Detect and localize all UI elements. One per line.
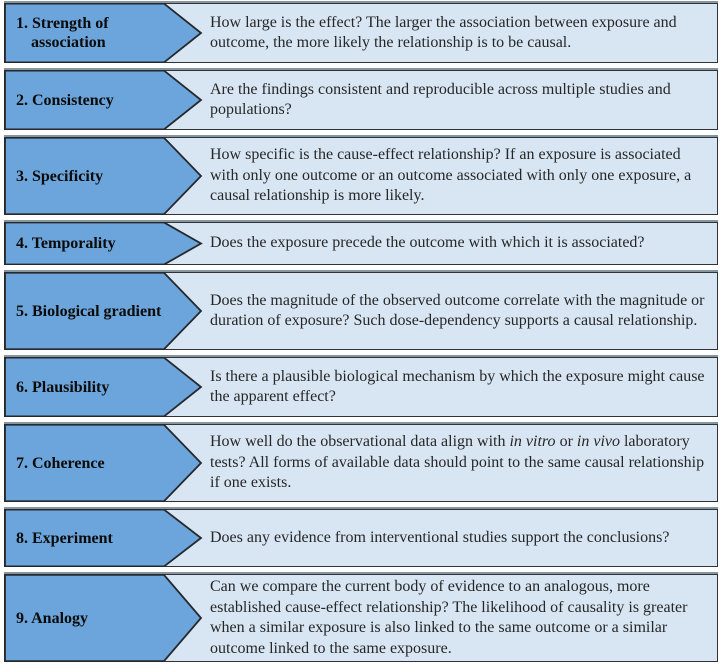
criterion-label: 4. Temporality — [16, 235, 116, 252]
criterion-row-1: 1. Strength of association How large is … — [4, 3, 718, 63]
criterion-label: 6. Plausibility — [16, 378, 110, 396]
criterion-description: Are the findings consistent and reproduc… — [210, 80, 671, 119]
criterion-description: Does the exposure precede the outcome wi… — [210, 234, 645, 252]
desc-italic-term: in vivo — [576, 433, 620, 451]
criterion-row-8: 8. Experiment Does any evidence from int… — [4, 509, 718, 567]
desc-text: How well do the observational data align… — [210, 433, 510, 451]
criterion-description: Can we compare the current body of evide… — [210, 578, 688, 657]
arrow-shape — [4, 574, 204, 662]
criterion-description-wrap: How large is the effect? The larger the … — [210, 4, 708, 62]
criterion-label: 7. Coherence — [16, 454, 105, 472]
criterion-description-wrap: Is there a plausible biological mechanis… — [210, 358, 708, 416]
criterion-description-wrap: How well do the observational data align… — [210, 425, 708, 501]
arrow-shape — [4, 424, 204, 502]
criterion-description: Does any evidence from interventional st… — [210, 528, 670, 546]
criterion-description: How well do the observational data align… — [210, 432, 708, 494]
criterion-description-wrap: Can we compare the current body of evide… — [210, 575, 708, 661]
arrow-shape — [4, 70, 204, 130]
criterion-label: 8. Experiment — [16, 529, 113, 547]
criterion-label: 5. Biological gradient — [16, 302, 162, 320]
criterion-description: How large is the effect? The larger the … — [210, 13, 677, 52]
arrow-shape — [4, 222, 204, 265]
criterion-description-wrap: Does the exposure precede the outcome wi… — [210, 223, 708, 264]
arrow-shape — [4, 357, 204, 417]
criterion-label: 2. Consistency — [16, 91, 114, 109]
criterion-label-wrap: 9. Analogy — [5, 575, 170, 661]
criterion-description: How specific is the cause-effect relatio… — [210, 146, 692, 205]
criterion-label: 1. Strength of association — [16, 15, 109, 51]
criterion-description-wrap: Are the findings consistent and reproduc… — [210, 71, 708, 129]
criterion-label: 3. Specificity — [16, 167, 104, 185]
criterion-description: Does the magnitude of the observed outco… — [210, 291, 705, 330]
criterion-row-7: 7. Coherence How well do the observation… — [4, 424, 718, 502]
criterion-description-wrap: How specific is the cause-effect relatio… — [210, 138, 708, 214]
arrow-shape — [4, 3, 204, 63]
criterion-description: Is there a plausible biological mechanis… — [210, 367, 705, 406]
desc-text: laboratory tests? All forms of available… — [210, 433, 705, 492]
criterion-label: 9. Analogy — [16, 609, 89, 627]
criterion-label-wrap: 3. Specificity — [5, 138, 170, 214]
criterion-label-wrap: 1. Strength of association — [5, 4, 170, 62]
criterion-description-wrap: Does any evidence from interventional st… — [210, 510, 708, 566]
arrow-shape — [4, 509, 204, 567]
arrow-shape — [4, 137, 204, 215]
criterion-label-wrap: 7. Coherence — [5, 425, 170, 501]
criterion-label-wrap: 5. Biological gradient — [5, 273, 170, 349]
criterion-label-wrap: 2. Consistency — [5, 71, 170, 129]
criterion-row-2: 2. Consistency Are the findings consiste… — [4, 70, 718, 130]
arrow-shape — [4, 272, 204, 350]
criterion-label-wrap: 8. Experiment — [5, 510, 170, 566]
criterion-row-6: 6. Plausibility Is there a plausible bio… — [4, 357, 718, 417]
criterion-label-wrap: 6. Plausibility — [5, 358, 170, 416]
desc-text: or — [555, 433, 577, 451]
criterion-description-wrap: Does the magnitude of the observed outco… — [210, 273, 708, 349]
criterion-row-5: 5. Biological gradient Does the magnitud… — [4, 272, 718, 350]
criterion-row-3: 3. Specificity How specific is the cause… — [4, 137, 718, 215]
criterion-label-wrap: 4. Temporality — [5, 223, 170, 264]
desc-italic-term: in vitro — [509, 433, 556, 451]
criterion-row-9: 9. Analogy Can we compare the current bo… — [4, 574, 718, 662]
criterion-row-4: 4. Temporality Does the exposure precede… — [4, 222, 718, 265]
